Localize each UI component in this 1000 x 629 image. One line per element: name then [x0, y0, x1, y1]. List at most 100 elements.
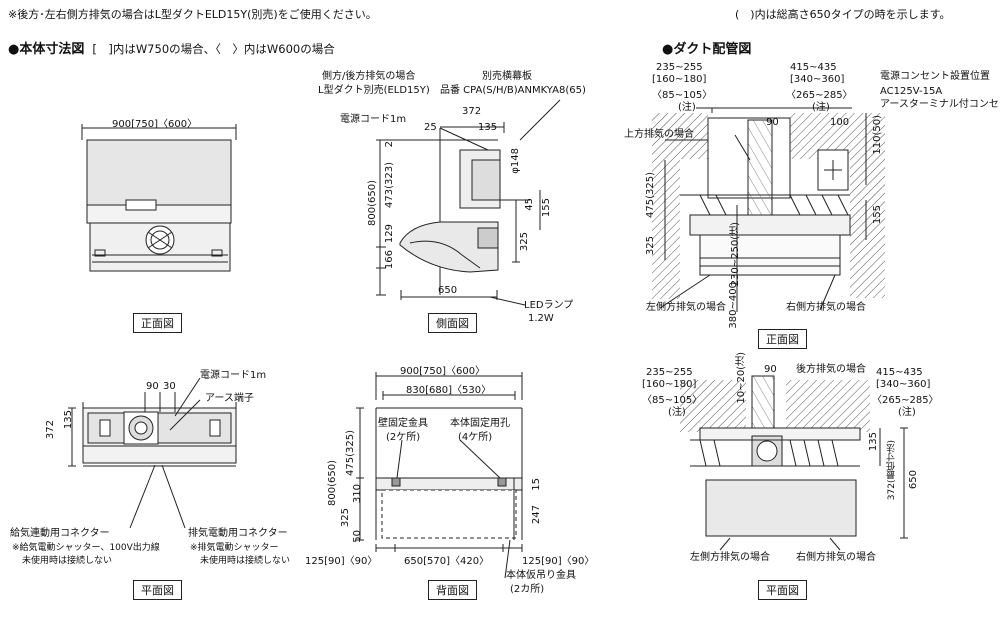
- section-body-dims: ●本体寸法図[ ]内はW750の場合、〈 〉内はW600の場合: [8, 38, 335, 57]
- duct-front-upper: 上方排気の場合: [624, 129, 694, 140]
- duct-front-outlet-2: AC125V-15A: [880, 86, 943, 97]
- duct-front-l4: (注): [678, 102, 696, 113]
- back-b-mid: 650[570]〈420〉: [404, 556, 490, 567]
- plan-exhaust-3: 未使用時は接続しない: [200, 556, 291, 566]
- plan-intake-1: 給気連動用コネクター: [10, 528, 110, 539]
- duct-plan-right: 右側方排気の場合: [796, 552, 876, 563]
- side-cord: 電源コード1m: [340, 114, 407, 125]
- back-temp: 本体仮吊り金具: [506, 570, 576, 581]
- duct-plan-l2: [160~180]: [642, 379, 697, 390]
- back-d15: 15: [531, 478, 542, 491]
- caption-front: 正面図: [133, 313, 182, 333]
- section-duct: ●ダクト配管図: [662, 42, 752, 57]
- caption-duct-plan: 平面図: [758, 580, 807, 600]
- front-width-dim: 900[750]〈600〉: [112, 119, 198, 130]
- side-led-w: 1.2W: [528, 313, 554, 324]
- plan-intake-3: 未使用時は接続しない: [22, 556, 113, 566]
- duct-plan-r2: [340~360]: [876, 379, 931, 390]
- back-d325: 325: [340, 508, 351, 528]
- side-duct-note-1: 側方/後方排気の場合: [322, 71, 416, 82]
- duct-front-d90: 90: [766, 117, 779, 128]
- plan-intake-2: ※給気電動シャッター、100V出力線: [12, 543, 160, 553]
- plan-cord: 電源コード1m: [200, 370, 267, 381]
- plan-d90: 90: [146, 381, 159, 392]
- duct-front-r3: 〈265~285〉: [786, 90, 853, 101]
- front-view-drawing: [81, 124, 237, 272]
- duct-front-drawing: [652, 107, 885, 312]
- duct-front-right: 右側方排気の場合: [786, 302, 866, 313]
- duct-plan-r1: 415~435: [876, 367, 923, 378]
- duct-plan-d10: 10~20(注): [736, 352, 747, 404]
- caption-side: 側面図: [428, 313, 477, 333]
- side-d372: 372: [462, 106, 482, 117]
- side-d129: 129: [384, 224, 395, 244]
- plan-exhaust-2: ※排気電動シャッター: [190, 543, 279, 553]
- back-b-left: 125[90]〈90〉: [305, 556, 378, 567]
- duct-front-d155: 155: [872, 205, 883, 225]
- duct-front-r1: 415~435: [790, 62, 837, 73]
- duct-front-l3: 〈85~105〉: [652, 90, 713, 101]
- plan-d135: 135: [63, 410, 74, 430]
- back-d310: 310: [352, 484, 363, 504]
- duct-front-outlet-1: 電源コンセント設置位置: [880, 71, 990, 82]
- back-wall: 壁固定金具: [378, 418, 428, 429]
- side-d2: 2: [384, 141, 395, 148]
- side-d45: 45: [524, 198, 535, 211]
- duct-plan-r3: 〈265~285〉: [872, 395, 939, 406]
- duct-plan-r4: (注): [898, 407, 916, 418]
- side-d325: 325: [519, 232, 530, 252]
- back-b-right: 125[90]〈90〉: [522, 556, 595, 567]
- caption-plan: 平面図: [133, 580, 182, 600]
- caption-duct-front: 正面図: [758, 329, 807, 349]
- side-panel-1: 別売横幕板: [482, 71, 532, 82]
- plan-d30: 30: [163, 381, 176, 392]
- duct-plan-l1: 235~255: [646, 367, 693, 378]
- back-d247: 247: [531, 505, 542, 525]
- duct-front-d325: 325: [645, 236, 656, 256]
- duct-front-l2: [160~180]: [652, 74, 707, 85]
- section-subtitle: [ ]内はW750の場合、〈 〉内はW600の場合: [92, 42, 335, 56]
- duct-front-d230: 230~250(注): [730, 222, 741, 287]
- plan-d372: 372: [45, 420, 56, 440]
- caption-back: 背面図: [428, 580, 477, 600]
- back-d800: 800(650): [327, 460, 338, 506]
- back-d50: 50: [352, 530, 363, 543]
- duct-plan-rear: 後方排気の場合: [796, 364, 866, 375]
- back-d475: 475(325): [345, 430, 356, 476]
- side-led: LEDランプ: [524, 300, 574, 311]
- side-d473: 473(323): [384, 162, 395, 208]
- back-temp-n: (2カ所): [510, 584, 545, 595]
- duct-front-d475: 475(325): [645, 172, 656, 218]
- plan-exhaust-1: 排気電動用コネクター: [188, 528, 288, 539]
- duct-plan-d135: 135: [868, 432, 879, 452]
- back-wall-n: (2ケ所): [386, 432, 421, 443]
- back-fix: 本体固定用孔: [450, 418, 510, 429]
- back-fix-n: (4ケ所): [458, 432, 493, 443]
- duct-plan-left: 左側方排気の場合: [690, 552, 770, 563]
- duct-plan-l4: (注): [668, 407, 686, 418]
- duct-front-d380: 380~400: [728, 282, 739, 329]
- duct-front-outlet-3: アースターミナル付コンセント: [880, 99, 1000, 110]
- side-d166: 166: [384, 250, 395, 270]
- side-d148: φ148: [510, 148, 521, 174]
- duct-front-d100: 100: [830, 117, 850, 128]
- back-view-drawing: [356, 372, 523, 579]
- back-w1: 900[750]〈600〉: [400, 366, 486, 377]
- side-duct-note-2: L型ダクト別売(ELD15Y): [318, 85, 430, 96]
- header-note-left: ※後方･左右側方排気の場合はL型ダクトELD15Y(別売)をご使用ください。: [8, 8, 377, 21]
- side-d800: 800(650): [367, 180, 378, 226]
- plan-earth: アース端子: [205, 393, 254, 404]
- duct-front-d110: 110(50): [872, 115, 883, 155]
- duct-plan-d90: 90: [764, 364, 777, 375]
- duct-plan-l3: 〈85~105〉: [642, 395, 703, 406]
- duct-front-l1: 235~255: [656, 62, 703, 73]
- side-d25: 25: [424, 122, 437, 133]
- duct-plan-d650: 650: [908, 470, 919, 490]
- header-note-right: ( )内は総高さ650タイプの時を示します。: [735, 8, 951, 21]
- back-w2: 830[680]〈530〉: [406, 385, 492, 396]
- side-d155: 155: [541, 198, 552, 218]
- duct-front-left: 左側方排気の場合: [646, 302, 726, 313]
- duct-front-r2: [340~360]: [790, 74, 845, 85]
- duct-front-r4: (注): [812, 102, 830, 113]
